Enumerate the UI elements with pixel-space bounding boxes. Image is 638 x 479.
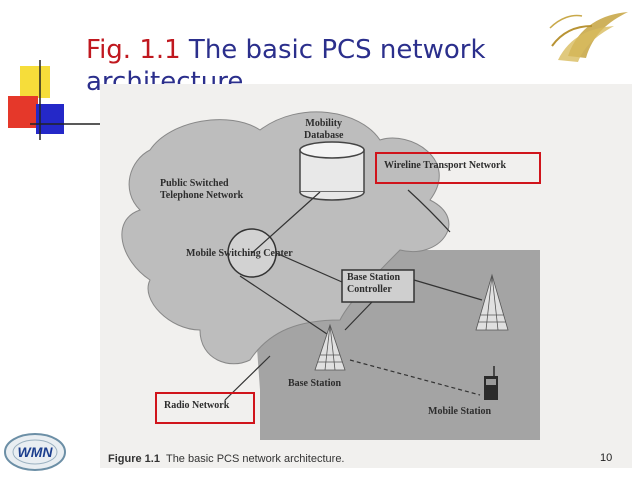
network-links [224,189,483,401]
label-mobile-station: Mobile Station [428,406,492,417]
bsc-box [341,269,415,303]
label-msc: Mobile Switching Center [186,248,293,259]
page-number: 10 [600,452,613,464]
wmn-logo: WMN [4,433,66,471]
decorative-squares [8,60,100,140]
label-wireline: Wireline Transport Network [384,160,507,171]
label-base-station: Base Station [288,378,342,389]
caption-text: The basic PCS network architecture. [165,453,345,465]
university-logo [549,12,628,62]
label-pstn: Public Switched Telephone Network [160,178,244,201]
figure-caption: Figure 1.1 The basic PCS network architec… [108,453,345,465]
label-bsc: Base Station Controller [347,272,401,295]
label-radio: Radio Network [164,400,230,411]
wireline-cloud [121,111,450,365]
figure-number: Fig. 1.1 [86,35,181,65]
database-icon [299,141,365,201]
base-station-tower-left [314,323,346,371]
radio-highlight-box [155,392,255,424]
base-station-tower-right [475,273,509,331]
wmn-logo-text: WMN [18,444,54,460]
label-mobility-database: Mobility Database [304,118,344,141]
mobile-phone-icon [484,366,498,400]
wireline-highlight-box [375,152,541,184]
caption-label: Figure 1.1 [108,453,160,465]
